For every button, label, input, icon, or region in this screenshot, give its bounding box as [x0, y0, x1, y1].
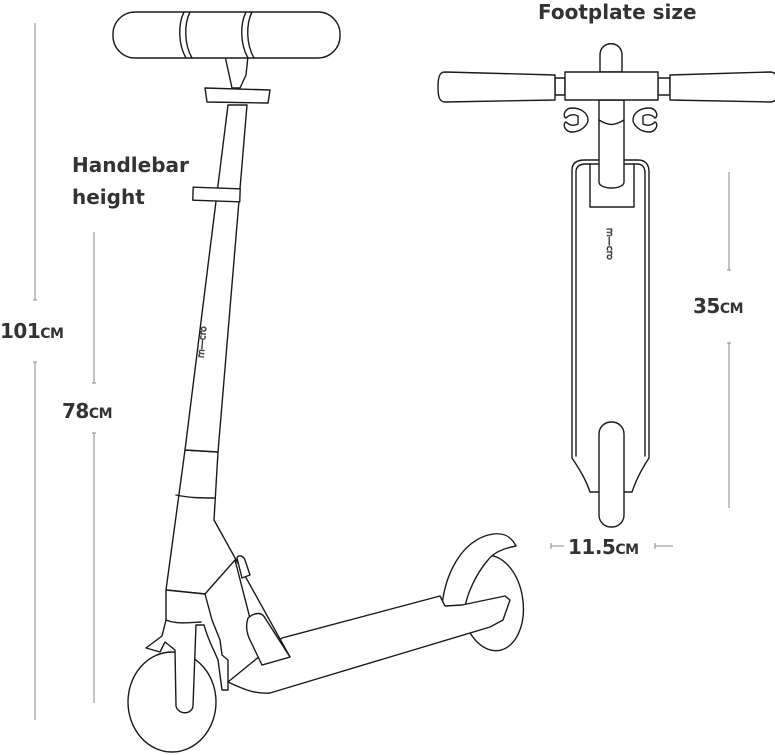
max-height-dimension-line [33, 23, 37, 720]
deck [227, 595, 511, 694]
svg-text:m—cro: m—cro [604, 228, 614, 260]
top-clamp [204, 87, 271, 104]
deck-joint [245, 612, 291, 666]
handlebar-connector-left [554, 77, 566, 96]
height-clamp [192, 186, 241, 203]
stem-top-line [598, 119, 625, 126]
footplate [571, 159, 650, 493]
stem [184, 104, 248, 453]
rear-wheel-top [598, 421, 625, 528]
footplate-size-title: Footplate size [538, 0, 697, 24]
fork-band [165, 619, 202, 624]
handlebar-height-label-2: height [72, 185, 145, 209]
scooter-top-view: m—cro [437, 43, 775, 528]
svg-text:m—cro: m—cro [197, 325, 210, 358]
scooter-side-view: m—cro [112, 11, 525, 753]
footplate-notch [589, 163, 635, 208]
handlebar [112, 11, 341, 59]
footplate-inner-edge [575, 163, 646, 457]
handlebar-connector-right [657, 77, 671, 96]
bracket-right [632, 107, 658, 133]
max-height-value: 101cm [0, 319, 63, 343]
min-height-value: 78cm [62, 399, 112, 423]
grip-separator-right [241, 11, 255, 59]
left-grip [437, 71, 556, 103]
right-grip [669, 71, 775, 103]
footplate-length-value: 35cm [693, 294, 743, 318]
footplate-width-value: 11.5cm [568, 535, 639, 559]
frame-band [175, 494, 215, 499]
handlebar-center [564, 71, 659, 101]
footplate-length-dimension-line [727, 172, 731, 508]
kickstand [236, 555, 251, 579]
handlebar-height-label: Handlebar [72, 153, 189, 177]
footplate-logo: m—cro [604, 228, 615, 261]
front-wheel [127, 651, 217, 753]
footplate-width-dimension-line [550, 543, 673, 549]
stem-logo: m—cro [196, 325, 210, 359]
grip-separator-left [179, 11, 193, 59]
min-height-dimension-line [92, 232, 96, 703]
bracket-left [563, 107, 589, 133]
handlebar-neck [224, 55, 249, 89]
stem-top-knob [599, 43, 623, 73]
stem-top [598, 99, 625, 189]
